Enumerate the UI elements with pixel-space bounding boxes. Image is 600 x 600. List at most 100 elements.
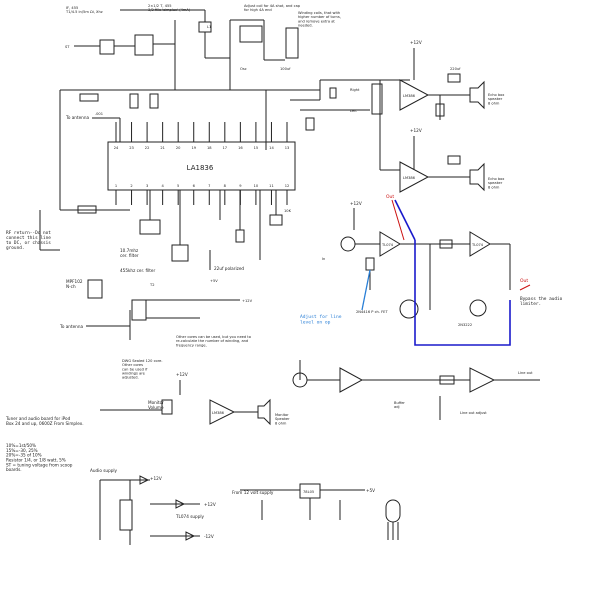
- label-v5: +5V: [210, 279, 218, 283]
- cap-c220-top: [447, 73, 461, 83]
- ic-pin-label-bottom: 7: [208, 184, 210, 188]
- opamp-line-out: [469, 367, 496, 393]
- filter-10-7mhz: [139, 219, 161, 235]
- ic-pin-label-top: 18: [207, 146, 212, 150]
- ic-pin-label-top: 20: [176, 146, 181, 150]
- ic-pin-label-top: 17: [223, 146, 228, 150]
- label-npn: 2N3222: [458, 323, 472, 327]
- res-right: [329, 87, 337, 99]
- label-v12n-tl: -12V: [204, 534, 214, 539]
- label-left: Left: [350, 109, 357, 113]
- cap-polarized: [235, 229, 245, 243]
- label-v12-mixer: +12V: [242, 299, 253, 303]
- speaker-top: [469, 80, 485, 110]
- res-rf-return: [77, 205, 97, 214]
- ic-pin-label-bottom: 10: [254, 184, 259, 188]
- label-v12-monitor: +12V: [176, 372, 188, 377]
- label-v12-tl074: +12V: [350, 201, 362, 206]
- label-from-12v: From 12 volt supply: [232, 490, 274, 495]
- res-line-out: [439, 375, 455, 385]
- filter-455khz: [171, 244, 189, 262]
- ic-pin-label-top: 22: [145, 146, 150, 150]
- pot-tuning: [269, 214, 283, 226]
- cap-c220-mid: [447, 155, 461, 165]
- ic-pin-label-top: 19: [191, 146, 196, 150]
- label-t2: T2: [149, 283, 154, 287]
- label-v12-tl: +12V: [204, 502, 216, 507]
- ic-pin-label-bottom: 1: [115, 184, 117, 188]
- label-filter-455: 455khz cer. filter: [120, 268, 155, 273]
- transistor-pinout: [385, 499, 401, 523]
- label-lm386-monitor: LM386: [212, 411, 225, 415]
- note-other-cores: Other cores can be used, but you need to…: [176, 335, 251, 347]
- ic-pin-label-top: 21: [160, 146, 165, 150]
- bypass-path: [414, 240, 511, 346]
- fm-tuner-module: [134, 34, 154, 56]
- label-cap-100: 100uf: [280, 67, 291, 71]
- ic-pin-label-bottom: 11: [269, 184, 274, 188]
- label-cap-220: 220uf: [450, 67, 461, 71]
- label-oscillator: Osc: [240, 67, 247, 71]
- transformer-t1: [99, 39, 115, 55]
- cap-c1: [79, 93, 99, 102]
- label-v12-mid: +12V: [410, 128, 422, 133]
- label-audio-supply: Audio supply: [90, 468, 118, 473]
- note-resistors: 10%=1st/50%15%=-30, 25%20%=-35 of 10%Res…: [6, 443, 73, 472]
- input-jack: [340, 236, 356, 252]
- varicap-c-tune: [239, 25, 263, 43]
- transformer-t2: [131, 299, 147, 321]
- label-line-out: Line out: [518, 371, 533, 375]
- speaker-mid: [469, 162, 485, 192]
- ic-label: LA1836: [187, 164, 214, 172]
- battery-pack: [119, 499, 133, 531]
- shielded-cable: [371, 83, 383, 115]
- diode-d1: [139, 475, 150, 485]
- ic-pin-label-bottom: 12: [285, 184, 290, 188]
- res-gain: [365, 257, 375, 271]
- ic-pin-label-top: 14: [269, 146, 274, 150]
- label-l1: L1: [207, 25, 211, 29]
- ic-pin-label-bottom: 6: [193, 184, 196, 188]
- res-limiter: [439, 239, 453, 249]
- label-polarized: 22uf polarized: [214, 266, 244, 271]
- label-cap-001: .001: [95, 112, 103, 116]
- label-pot-10k: 10K: [284, 209, 292, 213]
- ic-body: [107, 141, 296, 191]
- ic-pin-label-top: 24: [114, 146, 119, 150]
- antenna-input-top: To antenna: [65, 115, 121, 142]
- label-fet: 2N4416 P ch. FET: [356, 310, 388, 314]
- label-78l05: 78L05: [303, 490, 314, 494]
- ic-pin-label-top: 16: [238, 146, 243, 150]
- pot-monitor-volume: [161, 399, 173, 415]
- label-tl074-supply: TL074 supply: [175, 514, 205, 519]
- label-v12-audio: +12V: [150, 476, 162, 481]
- ic-pin-label-top: 15: [254, 146, 259, 150]
- opamp-lm386-top: [399, 79, 430, 111]
- ic-pin-label-bottom: 5: [177, 184, 179, 188]
- opamp-lm386-monitor: [209, 399, 236, 425]
- label-tl074-a: TL074: [381, 243, 394, 247]
